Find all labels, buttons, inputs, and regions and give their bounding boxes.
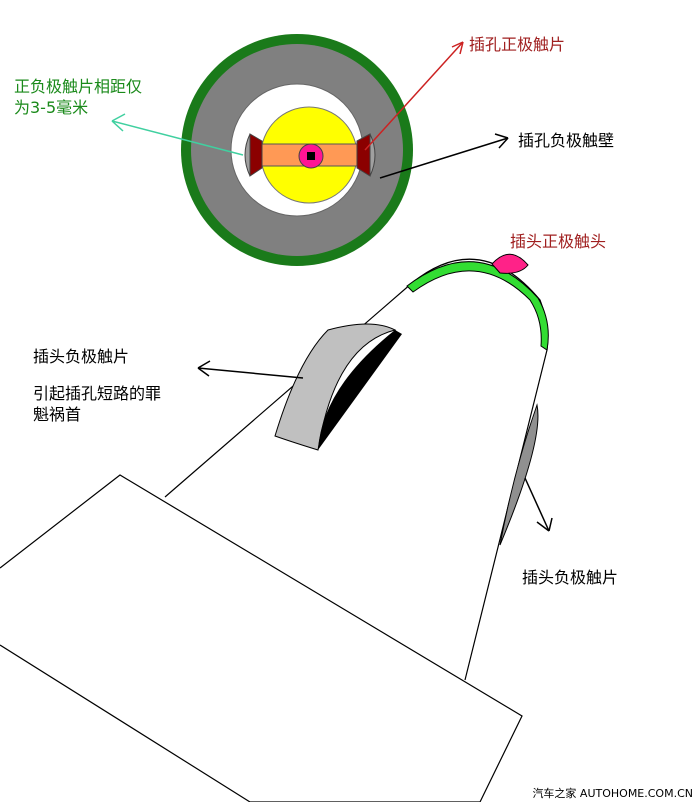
label-socket-positive-contact: 插孔正极触片 [469,35,565,54]
socket-arrows [111,41,509,179]
socket-center-square [307,152,315,160]
red-arrow-line [364,41,464,151]
plug-collar [406,261,549,351]
black-arrow-lower-blade-line [524,477,550,532]
black-arrow-upper-blade-line [197,367,304,379]
label-socket-negative-wall: 插孔负极触壁 [518,131,614,150]
socket-front-view [181,34,413,266]
plug-negative-blade-upper-light [274,323,397,451]
plug-negative-blade-lower [499,403,539,546]
label-contact-distance-line1: 正负极触片相距仅 [14,77,142,96]
black-arrow-lower-blade-head [536,517,553,532]
label-culprit-line2: 魁祸首 [33,405,81,424]
label-plug-positive-tip: 插头正极触头 [510,232,606,251]
plug-arrows [197,360,553,532]
label-contact-distance-line2: 为3-5毫米 [14,98,88,117]
black-arrow-wall-head [494,133,509,149]
label-plug-negative-contact-upper: 插头负极触片 [33,347,129,366]
watermark: 汽车之家 AUTOHOME.COM.CN [532,786,693,800]
black-arrow-wall-line [379,137,509,179]
labels: 插孔正极触片 正负极触片相距仅 为3-5毫米 插孔负极触壁 插头正极触头 插头负… [14,35,693,800]
socket-contact-left [249,133,263,177]
cyan-arrow-line [111,120,244,156]
socket-contact-right [356,133,371,177]
plug-positive-tip [491,253,529,274]
red-arrow-head [451,41,464,55]
cyan-arrow-head [111,113,126,132]
socket-contact-right-shadow [369,133,376,177]
plug-negative-blade-upper-dark [318,330,402,450]
socket-contact-left-shadow [244,133,251,177]
label-plug-negative-contact-lower: 插头负极触片 [522,568,618,587]
label-culprit-line1: 引起插孔短路的罪 [33,384,161,403]
plug-body [0,253,549,802]
plug-base [0,474,523,802]
black-arrow-upper-blade-head [197,360,211,377]
